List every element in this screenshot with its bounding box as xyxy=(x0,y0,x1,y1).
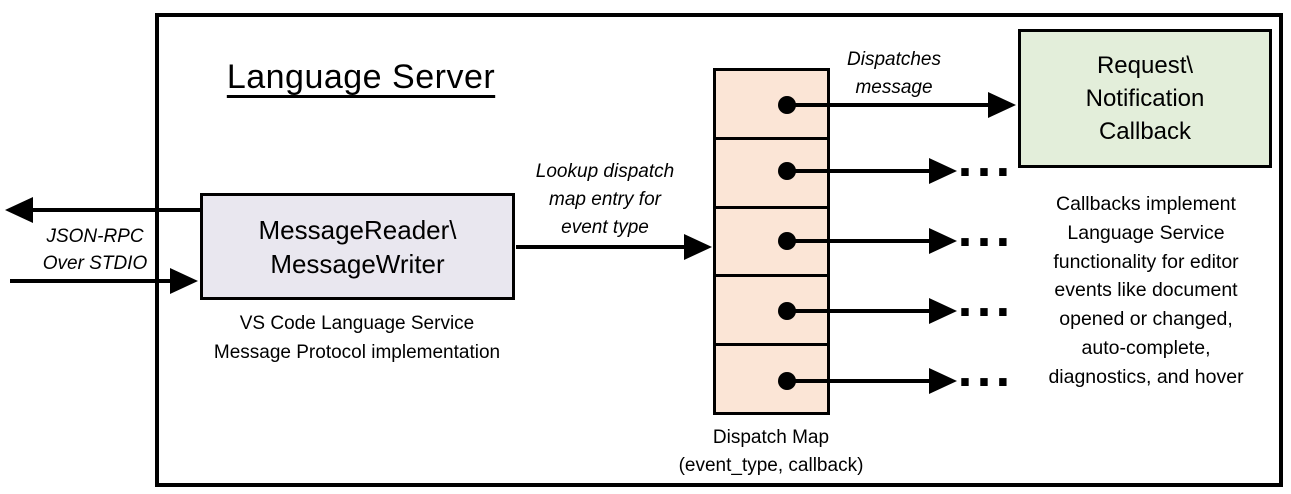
ellipsis-row-4: ... xyxy=(957,277,1014,326)
message-box-caption-line1: VS Code Language Service xyxy=(239,313,475,334)
ellipsis-row-5: ... xyxy=(957,347,1014,396)
message-box-line2: MessageWriter xyxy=(270,248,445,279)
dispatch-map-cell-2 xyxy=(716,136,827,206)
dispatches-label-line2: message xyxy=(855,77,933,98)
lookup-label-line3: event type xyxy=(561,217,649,238)
callbacks-note: Callbacks implement Language Service fun… xyxy=(1010,190,1282,392)
dispatches-label-line1: Dispatches xyxy=(847,49,941,70)
message-box-caption-line2: Message Protocol implementation xyxy=(213,342,501,363)
callback-box-line1: Request\ xyxy=(1096,52,1194,79)
request-notification-callback-box: Request\ Notification Callback xyxy=(1018,29,1272,168)
ellipsis-row-2: ... xyxy=(957,137,1014,186)
dispatch-map-caption: Dispatch Map (event_type, callback) xyxy=(646,424,896,480)
lookup-dispatch-label: Lookup dispatch map entry for event type xyxy=(515,158,695,242)
ellipsis-row-3: ... xyxy=(957,207,1014,256)
callbacks-note-line: functionality for editor xyxy=(1053,250,1239,273)
json-rpc-label-line1: JSON-RPC xyxy=(46,226,144,247)
lookup-label-line2: map entry for xyxy=(549,189,661,210)
callbacks-note-line: opened or changed, xyxy=(1059,308,1233,331)
dispatch-map-box xyxy=(713,68,830,415)
dispatch-map-cell-4 xyxy=(716,274,827,344)
dispatches-message-label: Dispatches message xyxy=(833,46,955,102)
json-rpc-label-line2: Over STDIO xyxy=(42,253,148,274)
message-reader-writer-box: MessageReader\ MessageWriter xyxy=(200,193,515,300)
message-box-caption: VS Code Language Service Message Protoco… xyxy=(182,309,532,367)
dispatch-map-cell-1 xyxy=(716,71,827,137)
dispatch-map-cell-5 xyxy=(716,343,827,412)
json-rpc-label: JSON-RPC Over STDIO xyxy=(15,223,175,277)
dispatch-map-cell-3 xyxy=(716,205,827,275)
diagram-title: Language Server xyxy=(226,58,496,96)
callbacks-note-line: Callbacks implement xyxy=(1056,193,1236,215)
callbacks-note-line: events like document xyxy=(1054,279,1238,302)
callback-box-line2: Notification xyxy=(1085,85,1205,112)
message-box-line1: MessageReader\ xyxy=(258,214,457,245)
callbacks-note-line: auto-complete, xyxy=(1081,336,1211,359)
lookup-label-line1: Lookup dispatch xyxy=(535,161,675,182)
dispatch-map-caption-line2: (event_type, callback) xyxy=(678,455,864,476)
dispatch-map-caption-line1: Dispatch Map xyxy=(712,427,830,448)
callback-box-line3: Callback xyxy=(1098,118,1192,145)
callbacks-note-line: Language Service xyxy=(1067,221,1225,244)
callbacks-note-line: diagnostics, and hover xyxy=(1048,365,1244,388)
